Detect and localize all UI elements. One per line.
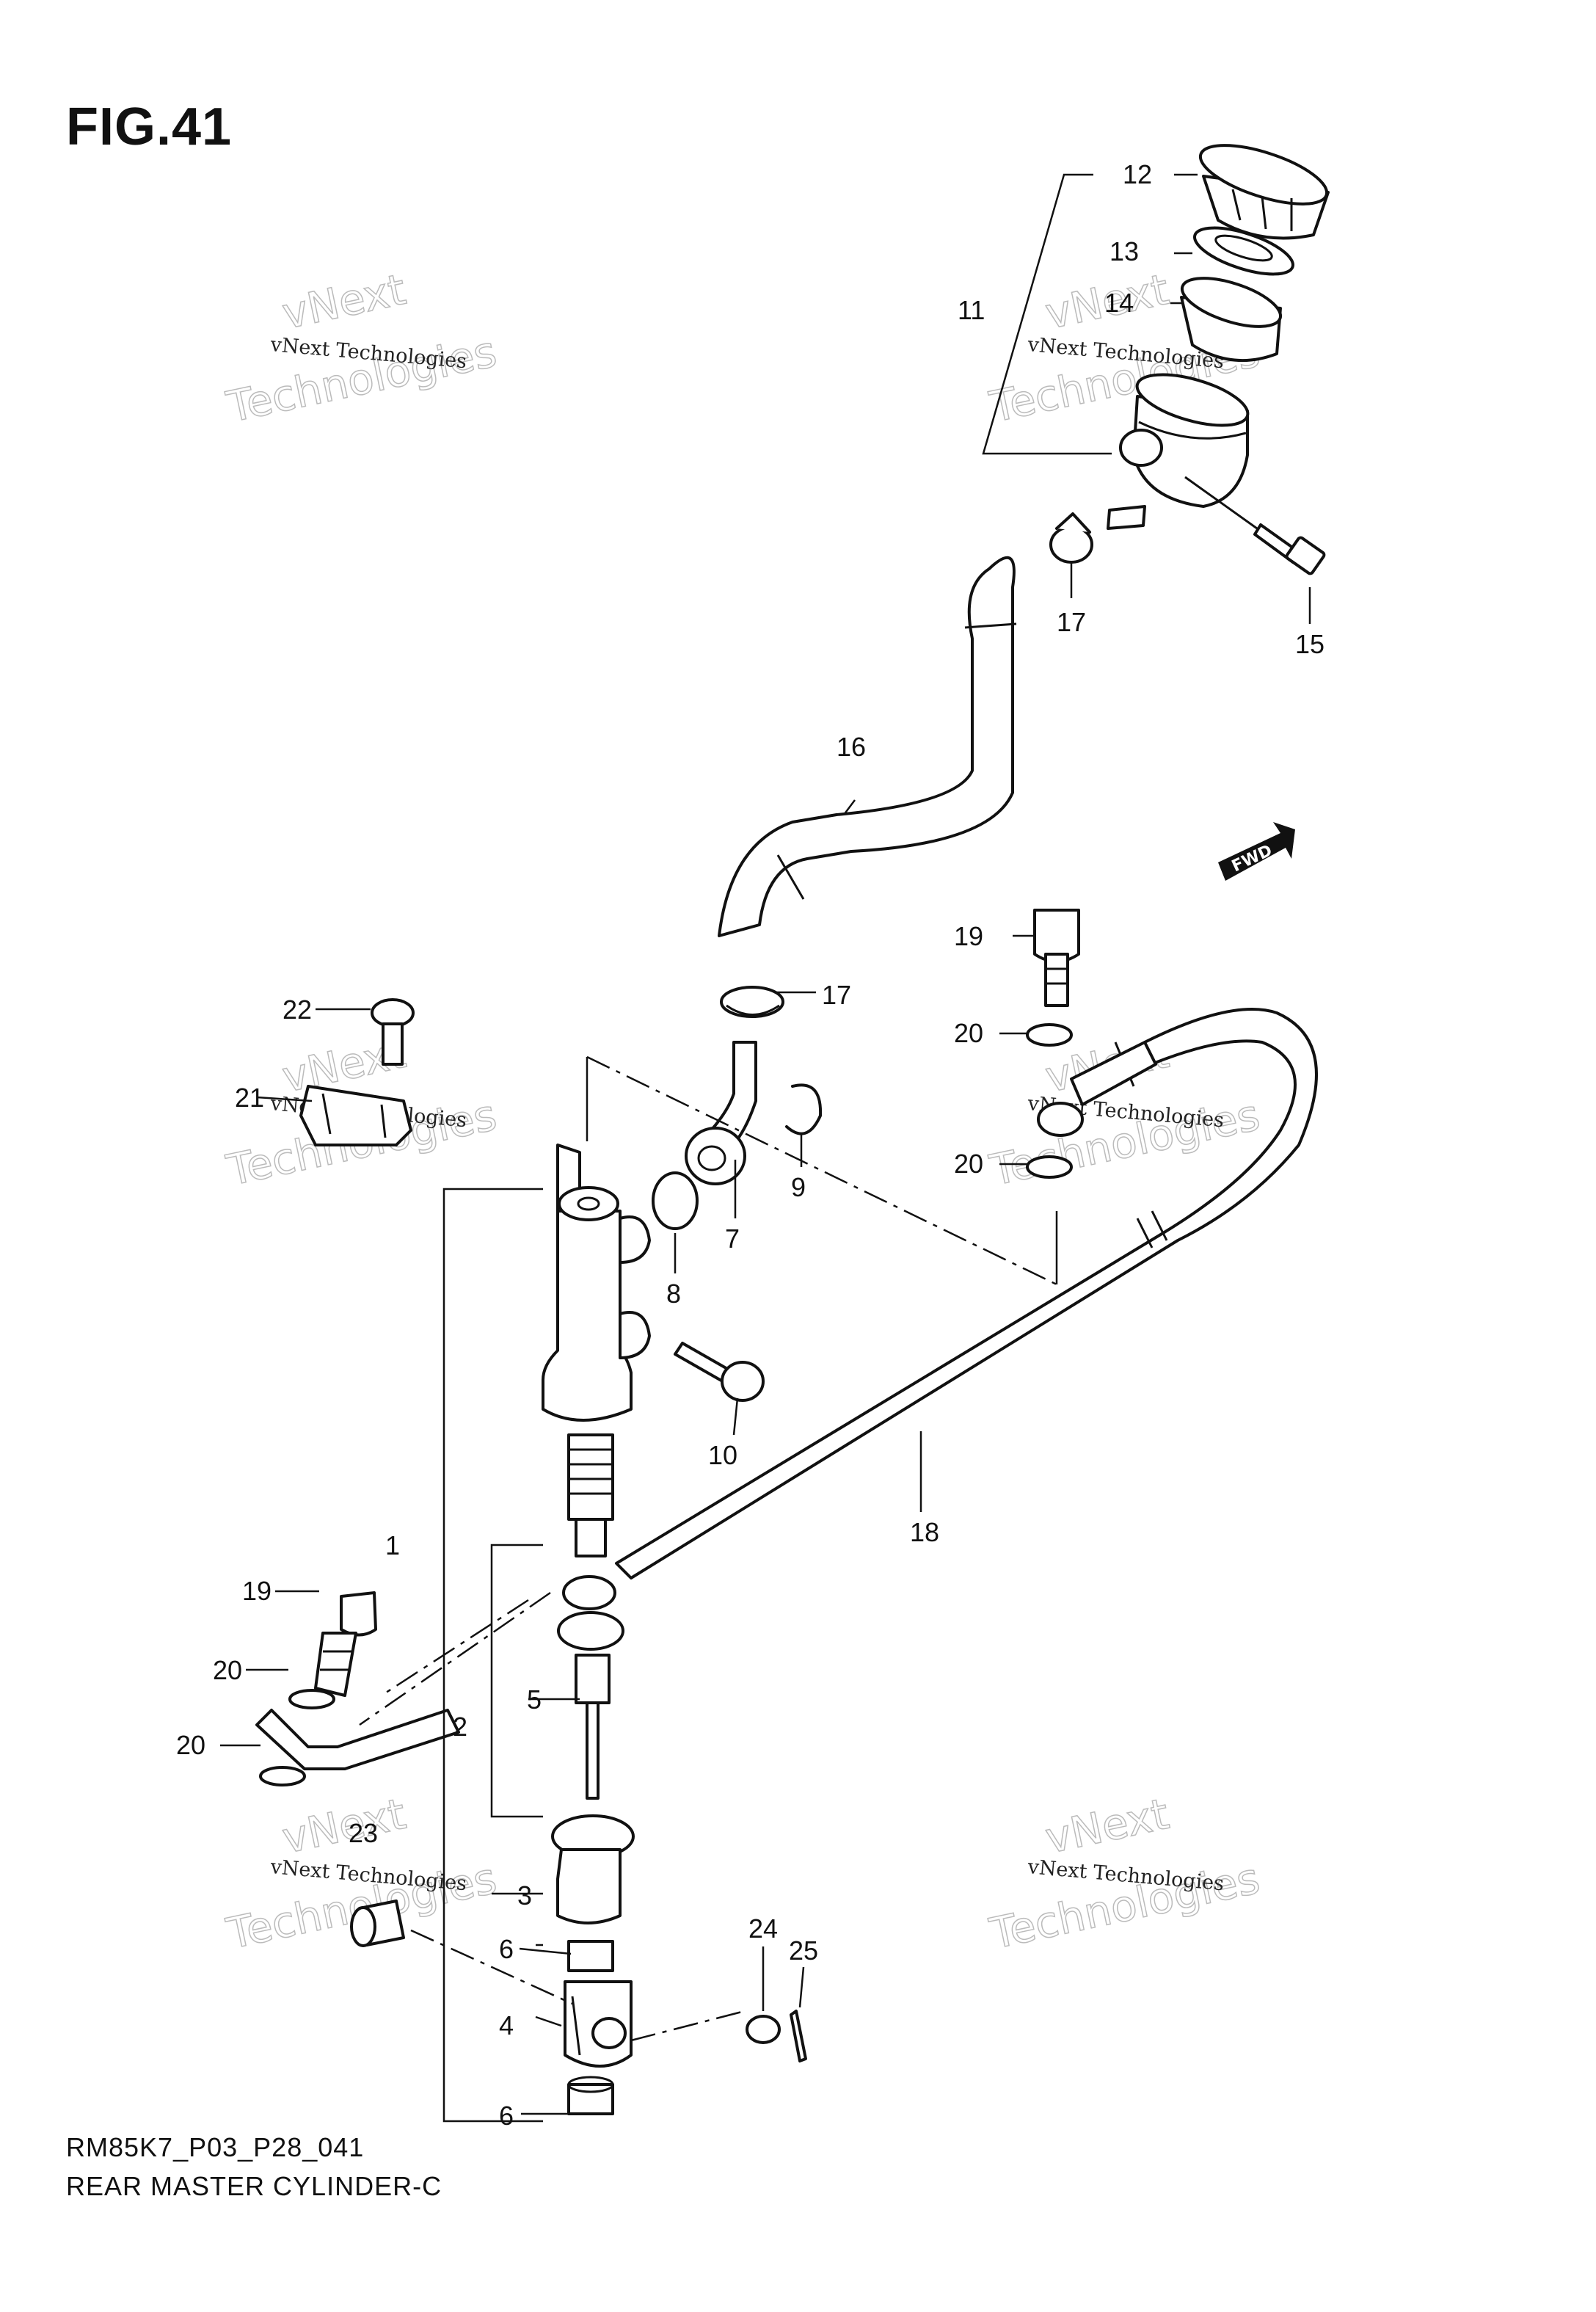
callout-16: 16	[837, 732, 866, 762]
hose-joint-7	[685, 1041, 757, 1185]
callout-6-top: 6	[499, 1934, 514, 1964]
callout-24: 24	[748, 1913, 778, 1944]
washer-20-left-bottom	[259, 1766, 306, 1786]
brake-hose-lower-end	[255, 1709, 460, 1770]
callout-19-left: 19	[242, 1576, 272, 1606]
svg-text:vNext: vNext	[278, 1789, 410, 1864]
callout-20-left-top: 20	[213, 1655, 242, 1685]
brake-hose-18	[615, 1008, 1318, 1579]
piston-cup-ring	[562, 1575, 616, 1610]
callout-10: 10	[708, 1440, 737, 1470]
clevis-4	[564, 1980, 633, 2068]
callout-11: 11	[958, 295, 985, 325]
callout-14: 14	[1104, 288, 1134, 318]
cotter-pin-25	[790, 2010, 807, 2062]
callout-20-right-bottom: 20	[954, 1149, 983, 1179]
bracket-11	[982, 173, 1112, 455]
screw-22	[371, 998, 415, 1066]
reservoir-diaphragm-14	[1180, 277, 1283, 363]
washer-24	[746, 2015, 781, 2044]
washer-20-right-bottom	[1026, 1155, 1073, 1179]
callout-17-top: 17	[1057, 607, 1086, 637]
screw-10	[674, 1342, 765, 1402]
watermark-bottom-right: vNext Technologies vNext Technologies	[985, 1788, 1264, 1959]
reservoir-plate-13	[1193, 226, 1294, 276]
callout-17-bottom: 17	[822, 980, 851, 1010]
banjo-bolt-19-left	[314, 1591, 377, 1697]
leader-lines	[220, 173, 1311, 2123]
callout-20-left-bottom: 20	[176, 1730, 205, 1760]
banjo-bolt-19-right	[1033, 909, 1080, 1007]
callout-21: 21	[235, 1083, 264, 1113]
figure-caption: REAR MASTER CYLINDER-C	[66, 2171, 442, 2201]
push-rod-5	[575, 1654, 611, 1800]
o-ring-8	[652, 1171, 699, 1230]
fwd-direction-arrow-icon: FWD	[1218, 822, 1295, 881]
brake-hose-18-end	[1070, 1041, 1157, 1106]
callout-20-right-top: 20	[954, 1018, 983, 1048]
callout-numbers: 12 13 14 11 15 17 16 17 19 20 20 22 21 9…	[176, 159, 1324, 2131]
washer-20-left-top	[288, 1689, 335, 1709]
reservoir-hose-16	[718, 556, 1016, 937]
callout-22: 22	[283, 995, 312, 1025]
nut-6-top	[567, 1940, 614, 1972]
callout-12: 12	[1123, 159, 1152, 189]
svg-text:vNext: vNext	[278, 264, 410, 339]
callout-5: 5	[527, 1684, 542, 1715]
callout-1: 1	[385, 1530, 400, 1560]
callout-23: 23	[349, 1818, 378, 1848]
callout-9: 9	[791, 1172, 806, 1202]
rod-boot-3	[551, 1814, 635, 1924]
master-cylinder-body	[542, 1144, 651, 1422]
callout-19-right: 19	[954, 921, 983, 951]
callout-25: 25	[789, 1935, 818, 1966]
callout-4: 4	[499, 2010, 514, 2040]
callout-18: 18	[910, 1517, 939, 1547]
watermark-top-left: vNext Technologies vNext Technologies	[222, 263, 501, 432]
circlip-9	[785, 1083, 823, 1135]
washer-20-right-top	[1026, 1023, 1073, 1047]
model-code: RM85K7_P03_P28_041	[66, 2132, 365, 2162]
banjo-right	[1037, 1102, 1084, 1137]
callout-7: 7	[725, 1224, 740, 1254]
figure-title: FIG.41	[66, 98, 233, 156]
callout-2: 2	[453, 1712, 467, 1742]
svg-text:vNext: vNext	[1041, 1789, 1173, 1864]
nut-6-bottom	[567, 2076, 614, 2115]
spring-piston-stack	[567, 1433, 614, 1557]
callout-3: 3	[517, 1880, 532, 1911]
hose-guide-21	[299, 1085, 412, 1146]
reservoir-body-11	[1107, 373, 1250, 530]
callout-6-bottom: 6	[499, 2101, 514, 2131]
hose-clamp-17-bottom	[720, 986, 784, 1018]
bolt-15	[1184, 476, 1326, 575]
reservoir-cap-12	[1198, 144, 1330, 240]
callout-8: 8	[666, 1279, 681, 1309]
pin-23	[350, 1900, 405, 1947]
hose-clamp-17-top	[1049, 512, 1093, 564]
callout-15: 15	[1295, 629, 1324, 659]
piston-seal	[557, 1611, 624, 1651]
callout-13: 13	[1109, 236, 1139, 266]
